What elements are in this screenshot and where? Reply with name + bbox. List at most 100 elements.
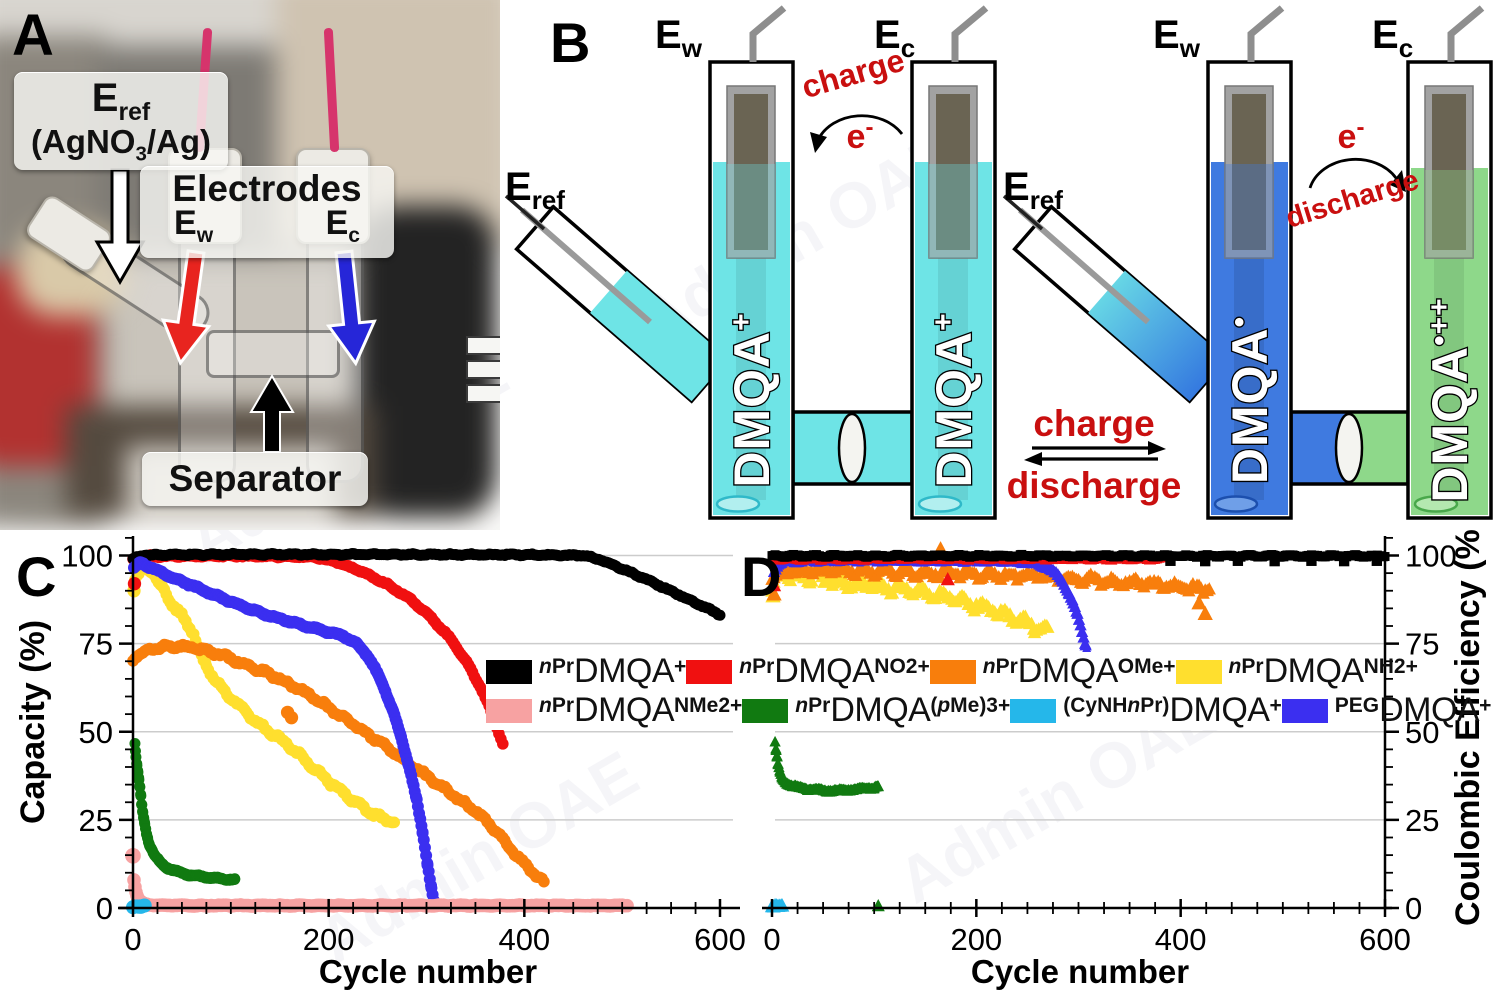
- series-cynhnpr-dmqa: [126, 898, 152, 915]
- arrowhead: [1390, 170, 1406, 192]
- tube-label: DMQA•: [1222, 316, 1278, 484]
- y-tick-label: 25: [1405, 803, 1439, 838]
- electrodes-label-box: Electrodes Ew Ec: [140, 166, 394, 258]
- y-tick-label: 0: [96, 891, 113, 926]
- panel-a-photo: A Eref (AgNO3/Ag) Electrodes Ew Ec Separ…: [0, 0, 500, 530]
- cell-pair-discharged-state: DMQA• DMQA•++ Ew Ec Eref e- discharge: [1002, 5, 1493, 520]
- panel-letter-c: C: [16, 545, 56, 608]
- y-tick-label: 100: [1405, 539, 1457, 574]
- electrode-wire: [1447, 5, 1485, 62]
- legend-label: nPrDMQANH2+: [1228, 652, 1418, 690]
- eref-chem-b: /Ag): [146, 123, 211, 160]
- ew-label: Ew: [655, 13, 703, 63]
- counter-cell: DMQA•++: [1406, 5, 1493, 520]
- y-tick-label: 75: [79, 627, 113, 662]
- y-axis-title: Coulombic Efficiency (%): [1449, 530, 1487, 926]
- electron-arc: [1308, 157, 1398, 189]
- series-npr-dmqa-nh2: [127, 560, 401, 829]
- separator-label-box: Separator: [142, 452, 368, 506]
- legend-item-peg-dmqa: PEGDMQA+: [1281, 691, 1492, 730]
- y-tick-label: 50: [1405, 715, 1439, 750]
- arrowhead: [810, 132, 827, 153]
- y-tick-label: 50: [79, 715, 113, 750]
- chart-legend: nPrDMQA+nPrDMQANO2+nPrDMQAOMe+nPrDMQANH2…: [486, 652, 1491, 730]
- working-cell: DMQA+: [708, 5, 795, 520]
- ec-label: Ec: [874, 13, 915, 63]
- clamp-bar: [466, 384, 500, 403]
- legend-swatch: [742, 698, 789, 723]
- annotation-arrows: [94, 168, 377, 453]
- working-cell: DMQA•: [1206, 5, 1293, 520]
- stir-bar: [1413, 495, 1459, 513]
- y-tick-label: 25: [79, 803, 113, 838]
- legend-label: nPrDMQAOMe+: [982, 652, 1176, 690]
- electrode-wire: [749, 5, 787, 62]
- legend-swatch: [486, 698, 532, 723]
- legend-label: nPrDMQA(pMe)3+: [795, 691, 1011, 729]
- arrowhead: [1024, 452, 1042, 466]
- x-tick-label: 0: [763, 922, 780, 957]
- x-tick-label: 600: [694, 922, 746, 957]
- panel-letter-d: D: [741, 545, 781, 608]
- electron-label: e-: [847, 114, 874, 156]
- legend-label: nPrDMQANMe2+: [539, 691, 743, 729]
- legend-label: nPrDMQA+: [539, 652, 687, 690]
- series-layer: [125, 547, 726, 915]
- legend-item-npr-dmqa-nh2: nPrDMQANH2+: [1175, 652, 1418, 691]
- counter-cell: DMQA+: [910, 5, 997, 520]
- black-up-arrow: [249, 374, 295, 453]
- legend-item-cynhnpr-dmqa: (CyNHnPr)DMQA+: [1010, 691, 1282, 730]
- separator-label: Separator: [168, 458, 342, 499]
- stir-bar: [715, 495, 761, 513]
- series-layer: [764, 541, 1390, 913]
- electrodes-label: Electrodes: [172, 168, 362, 209]
- frit-separator: [1334, 412, 1364, 484]
- series-npr-dmqa-pme3: [769, 735, 885, 912]
- eref-sub: ref: [118, 99, 151, 126]
- discharge-label: discharge: [1007, 465, 1182, 506]
- legend-swatch: [1010, 698, 1057, 723]
- legend-swatch: [929, 659, 976, 684]
- x-tick-label: 200: [950, 922, 1002, 957]
- x-tick-label: 400: [1155, 922, 1207, 957]
- ew-label: Ew: [174, 204, 214, 247]
- series-cynhnpr-dmqa: [764, 897, 790, 913]
- stir-bar: [917, 495, 963, 513]
- ec-label: Ec: [325, 204, 360, 247]
- x-tick-label: 400: [498, 922, 550, 957]
- series-peg-dmqa: [127, 556, 441, 910]
- stir-bar: [1213, 495, 1259, 513]
- charge-discharge-equilibrium: charge discharge: [1007, 403, 1182, 506]
- legend-item-npr-dmqa-nme2: nPrDMQANMe2+: [486, 691, 742, 730]
- legend-item-npr-dmqa: nPrDMQA+: [486, 652, 686, 691]
- series-npr-dmqa-pme3: [129, 738, 241, 886]
- eref-wire-lead: [1002, 194, 1044, 231]
- y-tick-label: 100: [61, 539, 113, 574]
- eref-label: E: [91, 76, 119, 120]
- legend-swatch: [686, 659, 733, 684]
- legend-swatch: [1281, 698, 1328, 723]
- tube-label: DMQA+: [926, 312, 982, 487]
- y-tick-label: 75: [1405, 627, 1439, 662]
- tube-label: DMQA•++: [1422, 297, 1478, 502]
- charge-arc-label: charge: [798, 42, 909, 106]
- eref-label: Eref: [505, 165, 565, 215]
- blue-down-arrow: [325, 249, 377, 367]
- discharge-arc-label: discharge: [1282, 164, 1422, 235]
- charts-svg: 0 25 50 75 100 0 200 400 600 C Cycle number Capacit…: [14, 530, 1487, 990]
- eref-chem: (AgNO: [30, 123, 136, 160]
- charge-label: charge: [1033, 403, 1154, 444]
- legend-swatch: [486, 659, 532, 684]
- red-down-arrow: [160, 249, 212, 366]
- series-npr-dmqa: [127, 547, 726, 621]
- tube-label: DMQA+: [724, 312, 780, 487]
- legend-label: PEGDMQA+: [1334, 691, 1492, 729]
- x-tick-label: 0: [124, 922, 141, 957]
- panel-a-letter: A: [12, 3, 54, 68]
- y-axis-title: Capacity (%): [14, 620, 52, 824]
- x-tick-label: 600: [1359, 922, 1411, 957]
- x-axis-title: Cycle number: [971, 953, 1189, 990]
- electrode-wire: [951, 5, 989, 62]
- eref-label-box: Eref (AgNO3/Ag): [14, 72, 228, 170]
